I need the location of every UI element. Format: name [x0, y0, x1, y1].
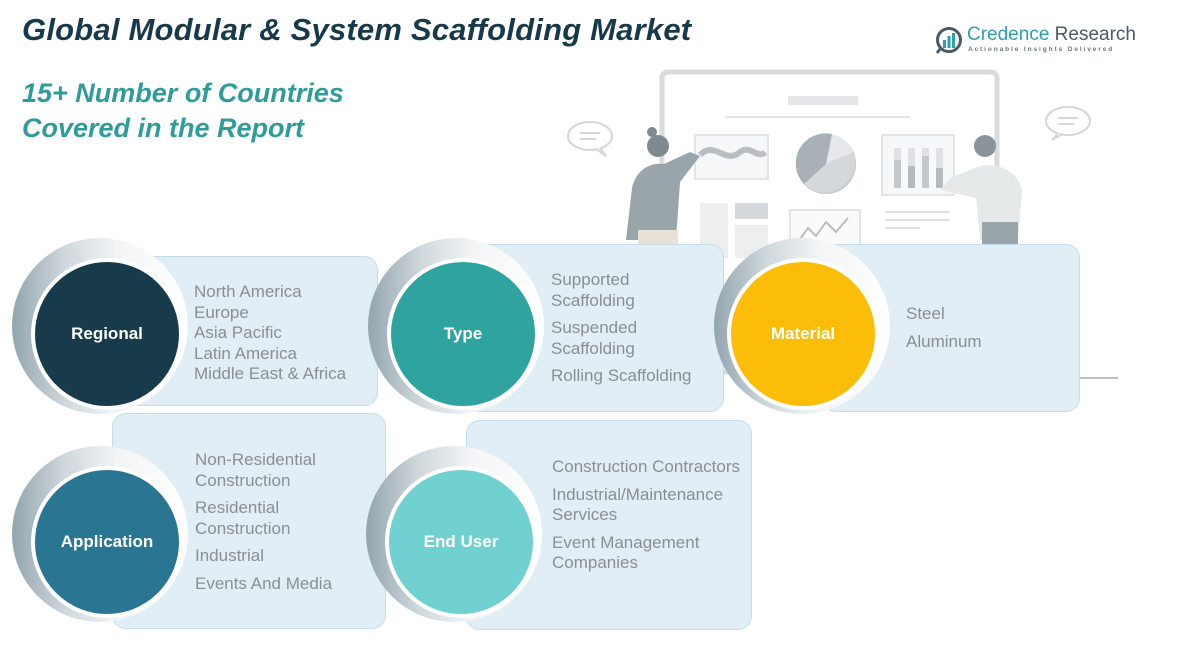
end-user-items: Construction Contractors Industrial/Main…	[552, 457, 748, 581]
man-presenter-figure	[940, 135, 1022, 244]
end-user-circle: End User	[385, 466, 537, 618]
list-item: Asia Pacific	[194, 323, 282, 342]
segment-label-type: Type	[443, 324, 483, 343]
list-item: Non-Residential Construction	[195, 450, 316, 490]
logo-name-research: Research	[1049, 24, 1136, 45]
logo-name: Credence Research	[967, 24, 1136, 46]
wave-chart-panel	[694, 134, 769, 180]
subtitle-line-1: 15+ Number of Countries	[22, 78, 344, 108]
speech-bubble-left-icon	[567, 121, 613, 157]
credence-research-logo: Credence Research Actionable Insights De…	[935, 24, 1136, 58]
pie-chart-icon	[795, 133, 856, 194]
list-item: North America	[194, 282, 302, 301]
list-item: Europe	[194, 302, 249, 322]
list-item: Industrial	[195, 546, 264, 565]
list-item: Supported Scaffolding	[551, 270, 635, 310]
countries-covered-subtitle: 15+ Number of Countries Covered in the R…	[22, 76, 344, 146]
type-circle: Type	[387, 258, 539, 410]
presentation-illustration	[567, 69, 1118, 379]
bar-chart-panel	[881, 134, 955, 196]
list-item: Rolling Scaffolding	[551, 366, 692, 385]
woman-presenter-figure	[626, 127, 700, 245]
segment-label-end-user: End User	[423, 532, 499, 551]
list-item: Aluminum	[906, 331, 982, 351]
segment-label-regional: Regional	[71, 324, 143, 343]
regional-circle: Regional	[31, 258, 183, 410]
type-items: Supported Scaffolding Suspended Scaffold…	[551, 270, 716, 394]
logo-tagline: Actionable Insights Delivered	[968, 46, 1115, 53]
segment-label-material: Material	[770, 324, 836, 343]
material-items: Steel Aluminum	[906, 304, 982, 359]
list-item: Steel	[906, 304, 945, 323]
list-item: Residential Construction	[195, 498, 291, 538]
speech-bubble-right-icon	[1045, 106, 1091, 141]
application-items: Non-Residential Construction Residential…	[195, 450, 375, 601]
regional-items: North America Europe Asia Pacific Latin …	[194, 282, 346, 385]
list-item: Construction Contractors	[552, 457, 741, 476]
list-item: Events And Media	[195, 573, 333, 593]
list-item: Latin America	[194, 343, 297, 363]
list-item: Middle East & Africa	[194, 364, 347, 383]
page-title: Global Modular & System Scaffolding Mark…	[22, 12, 692, 47]
segment-label-application: Application	[60, 532, 154, 551]
bar-chart-magnifier-icon	[935, 27, 962, 54]
logo-name-credence: Credence	[967, 24, 1050, 45]
subtitle-line-2: Covered in the Report	[22, 113, 305, 143]
list-item: Suspended Scaffolding	[551, 318, 638, 358]
board-title-bar	[788, 96, 858, 105]
list-item: Industrial/Maintenance Services	[552, 484, 724, 525]
material-circle: Material	[727, 258, 879, 410]
application-circle: Application	[31, 466, 183, 618]
list-item: Event Management Companies	[552, 532, 700, 573]
